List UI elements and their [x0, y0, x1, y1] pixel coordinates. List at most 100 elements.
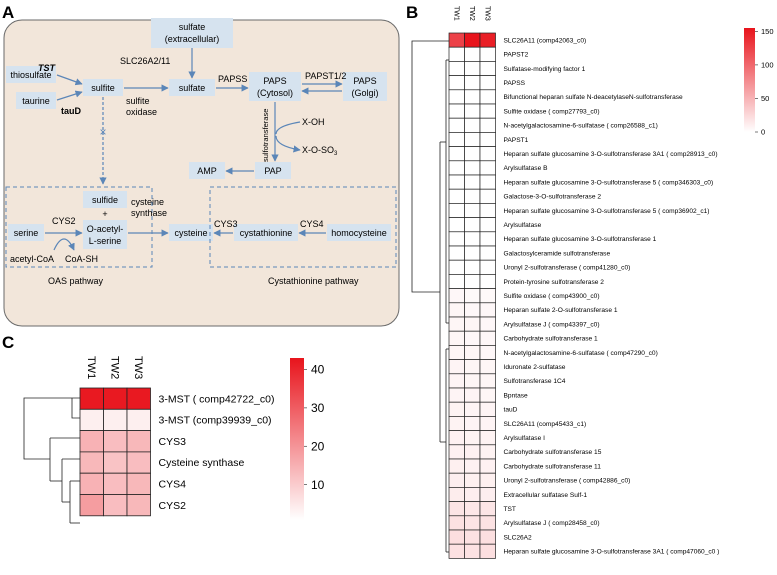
heatmap-cell — [479, 75, 496, 91]
heatmap-cell — [479, 501, 496, 517]
heatmap-cell — [448, 487, 465, 502]
svg-text:AMP: AMP — [197, 166, 217, 176]
row-label: 3-MST (comp39939_c0) — [159, 415, 272, 427]
node-thiosulfate: thiosulfate — [6, 66, 56, 83]
heatmap-cell — [479, 316, 496, 332]
heatmap-cell — [479, 274, 496, 289]
heatmap-cell — [448, 359, 465, 375]
heatmap-cell — [448, 217, 465, 233]
heatmap-cell — [448, 373, 465, 389]
heatmap-cell — [79, 387, 104, 410]
enzyme-sulfotransferase: sulfotransferase — [261, 109, 270, 162]
heatmap-cell — [448, 203, 465, 218]
heatmap-cell — [479, 117, 496, 133]
svg-text:serine: serine — [14, 228, 39, 238]
row-label: Sulfite oxidase ( comp43900_c0) — [504, 293, 600, 300]
heatmap-cell — [126, 494, 151, 517]
colorbar-tick-label: 40 — [311, 363, 325, 377]
row-label: CYS4 — [159, 479, 187, 491]
heatmap-cell — [479, 103, 496, 119]
heatmap-cell — [126, 408, 151, 431]
heatmap-cell — [103, 408, 128, 431]
node-amp: AMP — [189, 162, 225, 179]
heatmap-cell — [79, 494, 104, 517]
heatmap-cell — [464, 160, 481, 176]
row-label: CYS2 — [159, 500, 187, 512]
enzyme-sulfite-oxidase-2: oxidase — [126, 107, 157, 117]
heatmap-cell — [479, 373, 496, 389]
cystathionine-pathway-box — [209, 186, 397, 268]
node-pap: PAP — [255, 162, 291, 179]
heatmap-cell — [464, 103, 481, 119]
heatmap-cell — [479, 288, 496, 304]
svg-text:homocysteine: homocysteine — [331, 228, 387, 238]
row-label: CYS3 — [159, 436, 187, 448]
colorbar-b — [744, 28, 755, 132]
heatmap-cell — [479, 132, 496, 147]
heatmap-cell — [464, 245, 481, 261]
heatmap-cell — [479, 89, 496, 105]
enzyme-cysteine-synthase-1: cysteine — [131, 197, 164, 207]
column-label-tw1: TW1 — [452, 6, 459, 21]
row-label: Extracellular sulfatase Sulf-1 — [504, 492, 588, 499]
heatmap-cell — [464, 188, 481, 204]
heatmap-cell — [464, 274, 481, 289]
heatmap-cell — [479, 416, 496, 431]
node-sulfate-extracellular: sulfate (extracellular) — [151, 18, 233, 48]
cofactor-acetyl-coa: acetyl-CoA — [10, 254, 54, 264]
row-label: Heparan sulfate glucosamine 3-O-sulfotra… — [504, 208, 710, 215]
heatmap-cell — [448, 515, 465, 531]
row-label: Carbohydrate sulfotransferase 11 — [504, 463, 602, 470]
heatmap-cell — [464, 345, 481, 360]
heatmap-cell — [448, 288, 465, 304]
heatmap-cell — [479, 160, 496, 176]
pathway-arrows — [45, 48, 343, 251]
row-label: Arylsulfatase I — [504, 435, 546, 442]
heatmap-cell — [464, 231, 481, 247]
heatmap-cell — [479, 387, 496, 403]
heatmap-cell — [464, 373, 481, 389]
heatmap-cell — [448, 188, 465, 204]
row-label: Arylsulfatase B — [504, 165, 549, 172]
heatmap-cell — [126, 430, 151, 453]
panel-label-a: A — [2, 3, 14, 22]
heatmap-cell — [479, 217, 496, 233]
row-label: tauD — [504, 407, 518, 414]
heatmap-cell — [448, 259, 465, 275]
blocked-step-mark: × — [99, 125, 106, 139]
heatmap-cell — [448, 387, 465, 403]
heatmap-cell — [464, 89, 481, 105]
row-label: PAPST1 — [504, 137, 529, 144]
heatmap-cell — [479, 203, 496, 218]
heatmap-cell — [464, 132, 481, 147]
svg-text:thiosulfate: thiosulfate — [10, 70, 51, 80]
heatmap-cell — [448, 61, 465, 76]
row-label: Galactosylceramide sulfotransferase — [504, 250, 611, 257]
heatmap-cell — [464, 302, 481, 318]
colorbar-tick-label: 20 — [311, 439, 325, 453]
heatmap-cell — [479, 401, 496, 417]
node-sulfate: sulfate — [169, 79, 215, 96]
heatmap-cell — [479, 359, 496, 375]
colorbar-tick-label: 30 — [311, 401, 325, 415]
heatmap-cell — [479, 515, 496, 531]
heatmap-cell — [126, 387, 151, 410]
heatmap-cell — [448, 458, 465, 474]
node-cysteine: cysteine — [169, 224, 213, 241]
heatmap-cell — [464, 458, 481, 474]
plus-sign: + — [102, 209, 107, 219]
column-label-tw2: TW2 — [468, 6, 475, 21]
enzyme-sulfite-oxidase-1: sulfite — [126, 96, 150, 106]
column-label-tw1: TW1 — [85, 356, 97, 379]
heatmap-cell — [448, 529, 465, 545]
node-serine: serine — [8, 224, 44, 241]
heatmap-cell — [464, 401, 481, 417]
heatmap-cell — [479, 330, 496, 346]
row-label: Bifunctional heparan sulfate N-deacetyla… — [504, 94, 684, 101]
heatmap-cell — [448, 132, 465, 147]
heatmap-cell — [464, 32, 481, 48]
colorbar-tick-label: 10 — [311, 478, 325, 492]
row-label: Protein-tyrosine sulfotransferase 2 — [504, 279, 605, 286]
